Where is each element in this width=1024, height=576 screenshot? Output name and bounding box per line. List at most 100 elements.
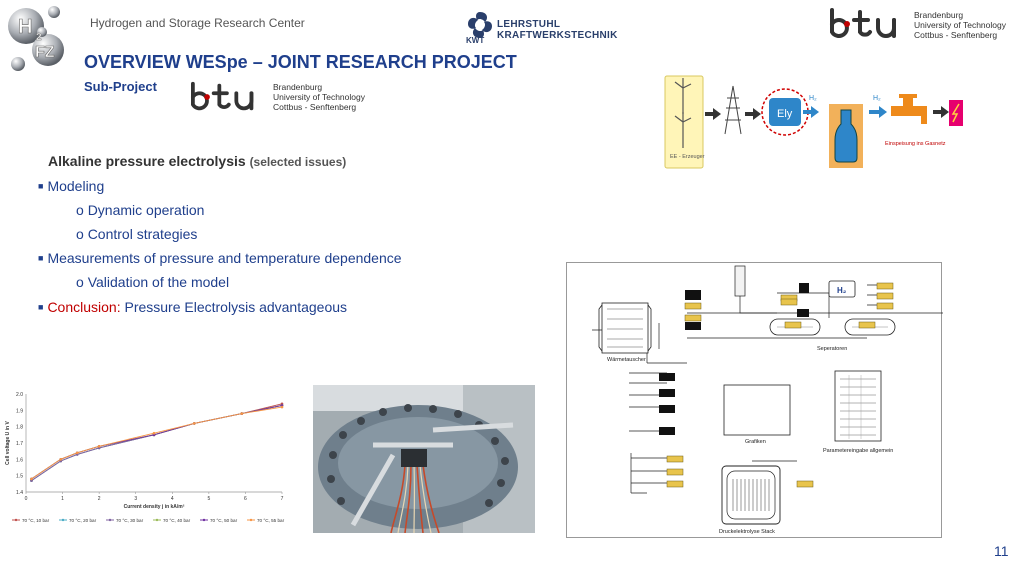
- arrow-head-icon: [941, 106, 949, 118]
- legend-marker: [249, 518, 253, 522]
- heading-note: (selected issues): [249, 155, 347, 169]
- logo-fz-text: FZ: [35, 44, 55, 61]
- y-tick-label: 2.0: [16, 392, 23, 398]
- data-point: [75, 451, 79, 455]
- y-tick-label: 1.8: [16, 425, 23, 431]
- sub-bullet-icon: o: [76, 202, 84, 218]
- x-tick-label: 5: [207, 496, 210, 502]
- bullet-square-icon: ■: [38, 253, 44, 263]
- wind-turbine-icon: [674, 78, 692, 148]
- data-point: [30, 477, 33, 481]
- heading-text: Alkaline pressure electrolysis: [48, 153, 246, 169]
- y-tick-label: 1.5: [16, 474, 23, 480]
- arrow-head-icon: [879, 106, 887, 118]
- legend-label: 70 °C, 40 bar: [163, 518, 191, 523]
- graphics-label: Grafiken: [745, 439, 766, 445]
- data-point: [152, 431, 156, 435]
- series-line: [31, 404, 283, 481]
- list-subitem-label: Dynamic operation: [87, 202, 205, 218]
- chart-axes: [25, 394, 282, 493]
- btu-logo-subproject: Brandenburg University of Technology Cot…: [185, 80, 385, 114]
- kwt-badge-text: KWT: [466, 36, 484, 44]
- electrolyzer-photo: [313, 385, 535, 533]
- data-point: [240, 412, 244, 415]
- heat-exchanger-block: [598, 302, 652, 354]
- btu-logo-top: Brandenburg University of Technology Cot…: [826, 6, 1024, 46]
- x-tick-label: 3: [134, 496, 137, 502]
- electrolyzer-box: [769, 98, 801, 126]
- graphics-block: [723, 384, 791, 436]
- heat-exchanger-label: Wärmetauscher: [607, 357, 646, 363]
- kwt-swirl-icon: KWT: [466, 12, 492, 45]
- simulation-model-diagram: Wärmetauscher Seperatoren H₂ Grafiken: [566, 262, 947, 538]
- legend-label: 70 °C, 50 bar: [210, 518, 238, 523]
- x-tick-label: 4: [171, 496, 174, 502]
- list-subitem-label: Validation of the model: [87, 274, 230, 290]
- legend-marker: [108, 518, 112, 522]
- arrow-head-icon: [811, 106, 819, 118]
- power-pylon-icon: [724, 85, 742, 135]
- series-line: [31, 404, 283, 481]
- legend-label: 70 °C, 55 bar: [257, 518, 285, 523]
- data-point: [280, 405, 284, 409]
- x-tick-label: 2: [98, 496, 101, 502]
- series-line: [31, 403, 283, 481]
- content-heading: Alkaline pressure electrolysis (selected…: [48, 153, 346, 169]
- sub-bullet-icon: o: [76, 226, 84, 242]
- series-line: [31, 404, 283, 480]
- btu-sub-line2: University of Technology: [273, 92, 365, 102]
- y-tick-label: 1.6: [16, 457, 23, 463]
- y-tick-label: 1.9: [16, 408, 23, 414]
- legend-marker: [14, 518, 18, 522]
- kwt-line2: KRAFTWERKSTECHNIK: [497, 30, 618, 41]
- list-subitem-label: Control strategies: [87, 226, 198, 242]
- gas-tap-icon: [891, 94, 927, 124]
- page-number: 11: [994, 543, 1009, 559]
- y-tick-label: 1.4: [16, 490, 23, 496]
- btu-sub-line1: Brandenburg: [273, 82, 323, 92]
- h2fz-logo: H 2 FZ: [4, 2, 72, 76]
- legend-marker: [155, 518, 159, 522]
- parameter-table-block: [834, 370, 882, 442]
- legend-marker: [202, 518, 206, 522]
- bullet-square-icon: ■: [38, 302, 44, 312]
- x-axis-label: Current density j in kA/m²: [124, 504, 185, 510]
- data-point: [59, 458, 63, 461]
- h2-output-box: [828, 280, 856, 298]
- list-item-modeling: ■Modeling: [38, 178, 104, 194]
- params-label: Parametereingabe allgemein: [823, 448, 893, 454]
- kwt-line1: LEHRSTUHL: [497, 19, 561, 30]
- lightning-icon: [951, 103, 960, 123]
- list-item-label: Measurements of pressure and temperature…: [47, 250, 402, 266]
- conclusion-label: Conclusion:: [47, 299, 121, 315]
- btu-line2: University of Technology: [914, 20, 1006, 30]
- display-blocks: [659, 283, 809, 435]
- bullet-square-icon: ■: [38, 181, 44, 191]
- legend-label: 70 °C, 30 bar: [116, 518, 144, 523]
- list-subitem-validation: o Validation of the model: [76, 274, 229, 290]
- grid-power-box: [949, 100, 963, 126]
- legend-marker: [61, 518, 65, 522]
- x-tick-label: 6: [244, 496, 247, 502]
- list-item-conclusion: ■Conclusion: Pressure Electrolysis advan…: [38, 299, 347, 315]
- gas-bottle-icon: [834, 109, 858, 163]
- list-subitem-control: o Control strategies: [76, 226, 197, 242]
- separators-label: Seperatoren: [817, 346, 847, 352]
- page-title: OVERVIEW WESpe – JOINT RESEARCH PROJECT: [84, 52, 517, 72]
- list-item-measurements: ■Measurements of pressure and temperatur…: [38, 250, 402, 266]
- legend-label: 70 °C, 20 bar: [69, 518, 97, 523]
- parameter-inputs: [666, 282, 894, 488]
- conclusion-text: Pressure Electrolysis advantageous: [124, 299, 348, 315]
- series-line: [31, 406, 283, 480]
- logo-2-text: 2: [36, 32, 42, 43]
- page-subtitle: Sub-Project: [84, 79, 157, 94]
- feed-label: Einspeisung ins Gasnetz: [885, 141, 946, 147]
- btu-sub-line3: Cottbus - Senftenberg: [273, 102, 357, 112]
- list-subitem-dynamic: o Dynamic operation: [76, 202, 204, 218]
- research-center-name: Hydrogen and Storage Research Center: [90, 16, 305, 30]
- x-tick-label: 1: [61, 496, 64, 502]
- h2-label-1: H₂: [809, 95, 817, 102]
- electrolysis-stack-block: [721, 465, 781, 525]
